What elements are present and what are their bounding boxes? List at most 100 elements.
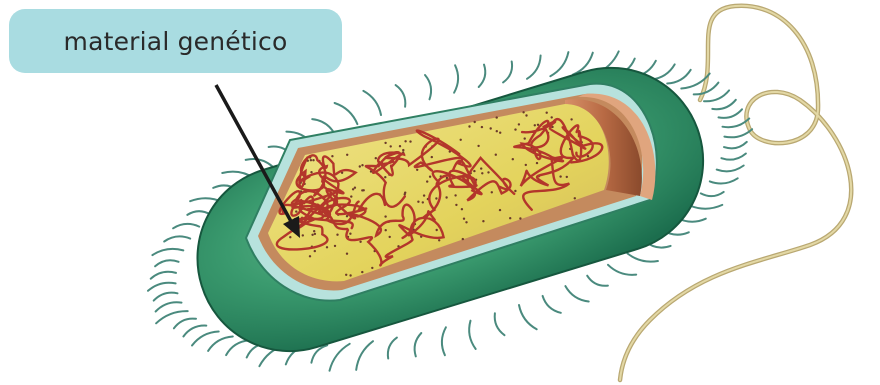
pilus [148,283,176,291]
pilus [712,100,736,109]
pilus [154,293,178,301]
pilus [155,260,179,266]
ribosome [474,121,476,123]
ribosome [481,172,483,174]
ribosome [349,233,351,235]
ribosome [417,201,419,203]
pilus [469,321,476,349]
pilus [335,103,358,124]
ribosome [331,155,333,157]
pilus [156,302,182,311]
pilus [667,70,691,84]
ribosome [546,112,548,114]
pilus [388,338,397,359]
label-text: material genético [64,27,288,56]
ribosome [312,159,314,161]
ribosome [454,194,456,196]
ribosome [534,124,536,126]
pilus [721,154,746,160]
ribosome [384,176,386,178]
pilus [710,178,738,183]
pilus [495,313,505,335]
ribosome [384,215,386,217]
ribosome [399,145,401,147]
ribosome [336,234,338,236]
pilus [356,341,373,370]
ribosome [480,167,482,169]
pilus [152,249,183,255]
pilus [415,333,422,356]
ribosome [384,142,386,144]
ribosome [518,123,520,125]
ribosome [361,164,363,166]
ribosome [465,221,467,223]
pilus [550,52,568,76]
ribosome [525,164,527,166]
pilus [151,272,176,279]
ribosome [499,209,501,211]
ribosome [310,159,312,161]
pilus [651,64,675,79]
ribosome [350,195,352,197]
pilus [226,340,249,355]
pilus [503,62,512,83]
ribosome [496,116,498,118]
pilus [425,75,431,99]
ribosome [514,190,516,192]
ribosome [422,201,424,203]
pilus [519,305,537,329]
pilus [187,211,210,215]
ribosome [481,126,483,128]
pilus [690,205,723,209]
ribosome [371,267,373,269]
ribosome [463,218,465,220]
ribosome [361,189,363,191]
ribosome [404,140,406,142]
ribosome [509,217,511,219]
ribosome [409,140,411,142]
ribosome [551,116,553,118]
ribosome [295,210,297,212]
ribosome [404,192,406,194]
ribosome [495,154,497,156]
ribosome [389,236,391,238]
pilus [608,265,636,275]
ribosome [460,139,462,141]
pilus [717,166,744,172]
ribosome [525,114,527,116]
ribosome [375,157,377,159]
ribosome [482,220,484,222]
ribosome [309,255,311,257]
ribosome [574,197,576,199]
pilus [587,276,608,286]
ribosome [566,176,568,178]
ribosome [346,154,348,156]
ribosome [359,241,361,243]
ribosome [445,196,447,198]
pilus [442,327,446,355]
pilus [164,236,190,241]
label-callout: material genético [9,9,342,73]
ribosome [559,175,561,177]
ribosome [462,238,464,240]
ribosome [473,170,475,172]
ribosome [311,234,313,236]
ribosome [512,158,514,160]
ribosome [570,118,572,120]
ribosome [390,145,392,147]
ribosome [499,132,501,134]
ribosome [436,229,438,231]
pilus [701,192,724,196]
ribosome [345,274,347,276]
ribosome [491,191,493,193]
ribosome [326,246,328,248]
ribosome [522,111,524,113]
ribosome [514,128,516,130]
ribosome [402,149,404,151]
ribosome [435,197,437,199]
pilus [565,286,588,301]
pilus [174,319,196,329]
ribosome [431,156,433,158]
ribosome [361,271,363,273]
ribosome [455,204,457,206]
